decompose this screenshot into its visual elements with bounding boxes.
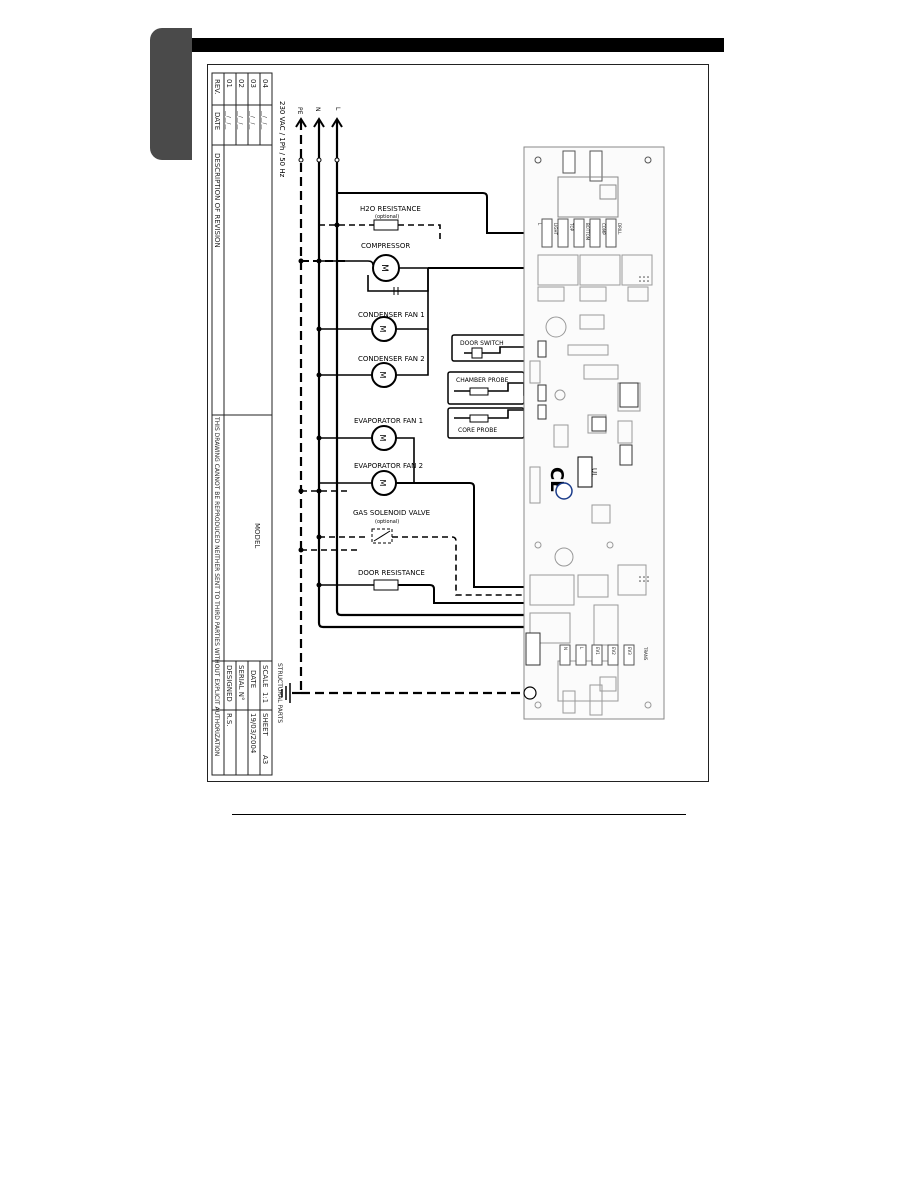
footer-rule bbox=[232, 814, 686, 815]
section-tab bbox=[150, 28, 192, 160]
relay-label-bottom: EV1 bbox=[595, 647, 600, 655]
relay-label-top: DRILL bbox=[617, 223, 622, 235]
header-bar bbox=[192, 38, 724, 52]
revision-date: __/__/__ bbox=[225, 110, 231, 130]
core-probe-label: CORE PROBE bbox=[458, 427, 497, 434]
chamber-probe-label: CHAMBER PROBE bbox=[456, 377, 509, 384]
resistor-icon bbox=[373, 219, 399, 231]
date-value: 19/03/2004 bbox=[249, 713, 257, 754]
relay-label-top: L bbox=[537, 223, 542, 226]
approval-logo bbox=[555, 482, 573, 500]
evaporator-fan-2-label: EVAPORATOR FAN 2 bbox=[354, 462, 423, 470]
condenser-fan-2-label: CONDENSER FAN 2 bbox=[358, 355, 425, 363]
serial-label: SERIAL N° bbox=[237, 665, 245, 700]
thermistor-icon bbox=[469, 387, 489, 396]
wiring-diagram: REV. DATE DESCRIPTION OF REVISION 01 02 … bbox=[211, 72, 665, 776]
reproduction-notice: THIS DRAWING CANNOT BE REPRODUCED NEITHE… bbox=[213, 416, 220, 756]
revision-number: 02 bbox=[237, 79, 245, 88]
date-header: DATE bbox=[213, 112, 221, 130]
h2o-resistance-label: H2O RESISTANCE bbox=[360, 205, 421, 213]
description-header: DESCRIPTION OF REVISION bbox=[213, 153, 221, 248]
fan-motor-symbol: M bbox=[378, 372, 387, 379]
evaporator-fan-2: EVAPORATOR FAN 2 M bbox=[301, 462, 601, 655]
fan-motor-symbol: M bbox=[378, 435, 387, 442]
h2o-resistance-optional: (optional) bbox=[375, 214, 399, 220]
neutral-line bbox=[317, 121, 570, 655]
compressor-label: COMPRESSOR bbox=[361, 242, 410, 250]
relay-label-top: LIGHT bbox=[553, 223, 558, 236]
revision-date: __/__/__ bbox=[261, 110, 267, 130]
ul-mark bbox=[577, 456, 593, 488]
core-probe: CORE PROBE bbox=[447, 407, 542, 439]
model-label: MODEL bbox=[253, 523, 261, 548]
sheet-label: SHEET bbox=[261, 713, 269, 737]
relay-label-bottom: EV2 bbox=[611, 647, 616, 655]
compressor-motor-symbol: M bbox=[379, 264, 389, 272]
gas-solenoid-valve: GAS SOLENOID VALVE (optional) bbox=[301, 509, 617, 655]
relay-label-top: COMP bbox=[601, 223, 606, 235]
relay-label-bottom: TRANS bbox=[643, 646, 648, 661]
h2o-resistance: H2O RESISTANCE (optional) bbox=[319, 192, 528, 243]
revision-number: 03 bbox=[249, 79, 257, 88]
designed-label: DESIGNED bbox=[225, 665, 233, 702]
revision-number: 01 bbox=[225, 79, 233, 88]
door-resistance-label: DOOR RESISTANCE bbox=[358, 569, 425, 577]
thermistor-icon bbox=[469, 414, 489, 423]
condenser-fan-2: CONDENSER FAN 2 M bbox=[319, 329, 429, 388]
control-board: L LIGHT TOP BOTTOM COMP DRILL bbox=[523, 146, 665, 720]
earth-ground-icon bbox=[281, 683, 291, 703]
date-label: DATE bbox=[249, 670, 257, 688]
relay-label-bottom: L bbox=[579, 647, 584, 650]
phase-line bbox=[335, 121, 586, 655]
fan-motor-symbol: M bbox=[378, 480, 387, 487]
supply-line-pe: PE bbox=[296, 107, 303, 115]
structural-parts-label: STRUCTURAL PARTS bbox=[276, 663, 283, 723]
evaporator-fan-1-label: EVAPORATOR FAN 1 bbox=[354, 417, 423, 425]
switch-icon bbox=[471, 347, 483, 359]
revision-date: __/__/__ bbox=[249, 110, 255, 130]
supply-arrows bbox=[295, 117, 343, 128]
evaporator-fan-1: EVAPORATOR FAN 1 M bbox=[319, 417, 423, 483]
chip-icons bbox=[591, 382, 639, 466]
condenser-fan-1-label: CONDENSER FAN 1 bbox=[358, 311, 425, 319]
gas-solenoid-valve-optional: (optional) bbox=[375, 519, 399, 525]
relay-terminals-bottom bbox=[559, 644, 635, 666]
supply-line-l: L bbox=[334, 107, 341, 111]
relay-label-top: TOP bbox=[569, 222, 574, 232]
revision-date: __/__/__ bbox=[237, 110, 243, 130]
supply-junctions bbox=[298, 157, 340, 163]
relay-label-bottom: EV3 bbox=[627, 647, 632, 655]
scale-value: 1:1 bbox=[261, 692, 269, 703]
supply-lines bbox=[290, 121, 586, 695]
sheet-value: A3 bbox=[261, 755, 269, 764]
title-block bbox=[211, 72, 273, 776]
supply-line-n: N bbox=[314, 107, 321, 112]
gas-solenoid-valve-label: GAS SOLENOID VALVE bbox=[353, 509, 430, 517]
relay-label-bottom: N bbox=[563, 647, 568, 650]
wiring-diagram-frame: REV. DATE DESCRIPTION OF REVISION 01 02 … bbox=[207, 64, 709, 782]
supply-voltage: 230 VAC / 1Ph / 50 Hz bbox=[278, 101, 286, 178]
relay-label-top: BOTTOM bbox=[585, 223, 590, 241]
fan-motor-symbol: M bbox=[378, 326, 387, 333]
door-switch-label: DOOR SWITCH bbox=[460, 340, 504, 347]
revision-number: 04 bbox=[261, 79, 269, 88]
scale-label: SCALE bbox=[261, 665, 269, 687]
door-resistance: DOOR RESISTANCE bbox=[319, 569, 633, 655]
probe-connectors bbox=[537, 340, 547, 420]
resistor-icon bbox=[373, 579, 399, 591]
relay-terminals-top bbox=[541, 218, 617, 248]
designed-value: R.S. bbox=[225, 713, 233, 727]
chamber-probe: CHAMBER PROBE bbox=[447, 371, 542, 405]
earth-terminal-icon bbox=[523, 686, 537, 700]
ul-mark-text: UL bbox=[590, 468, 598, 477]
rev-header: REV. bbox=[213, 79, 221, 94]
condenser-fan-1: CONDENSER FAN 1 M bbox=[319, 268, 429, 342]
